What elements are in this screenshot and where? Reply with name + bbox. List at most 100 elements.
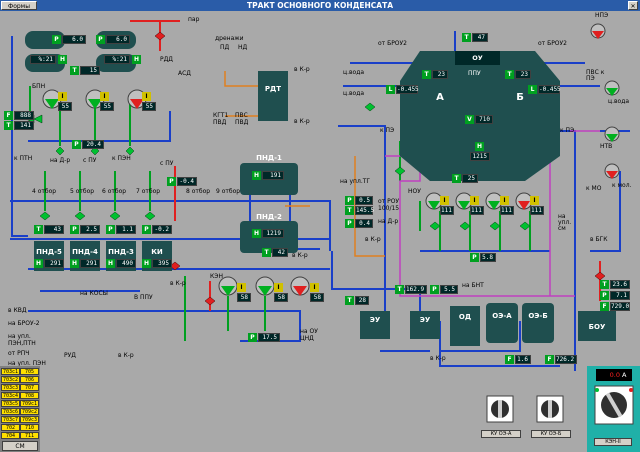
rdt-vessel	[258, 71, 288, 121]
blocklist-cell[interactable]: 707	[20, 384, 39, 391]
label-na-upl-pen-ptn: на упл. ПЭН,ПТН	[8, 333, 36, 347]
blocklist-cell[interactable]: 709с2	[20, 408, 39, 415]
tag-h-pnd2: H	[252, 229, 261, 238]
label-v-kr-4: в К-р	[294, 118, 310, 125]
forms-menu-button[interactable]: Формы	[1, 1, 37, 10]
deaerator-a-label: А	[436, 92, 444, 103]
ken-knob-label: КЭН-II	[594, 438, 632, 446]
title-bar: Формы ТРАКТ ОСНОВНОГО КОНДЕНСАТА ✕	[0, 0, 640, 11]
level-r-value: -0.455	[538, 85, 561, 94]
bpn-t2-value: %:21	[104, 55, 130, 64]
ki-p-value: -0.4	[177, 177, 197, 186]
tag-p-ki2: P	[142, 225, 151, 234]
blocklist-cell[interactable]: 709с1	[20, 400, 39, 407]
blocklist-cell[interactable]: 708	[20, 392, 39, 399]
blocklist-cell[interactable]: 705	[20, 368, 39, 375]
blocklist-cell[interactable]: 703с2	[1, 376, 20, 383]
label-bpn: БПН	[32, 83, 46, 90]
blocklist-cell[interactable]: 703с6	[1, 408, 20, 415]
label-na-kosy: на КОСЫ	[80, 290, 108, 297]
ku-oe-b-label: КУ ОЭ-Б	[531, 430, 571, 438]
tag-p-rou1: P	[345, 196, 354, 205]
pnd1-n-value: 191	[262, 171, 284, 180]
tag-h2: H	[132, 55, 141, 64]
t-below-value: 25	[462, 174, 478, 183]
pnd3-t-value: 1.1	[116, 225, 136, 234]
nou-i2-value: 111	[470, 206, 484, 215]
tag-ken-i2: I	[274, 283, 283, 292]
f-bou-value: 729.0	[610, 302, 630, 311]
bpn-pumps	[42, 89, 147, 109]
ken-knob[interactable]	[587, 384, 640, 444]
ken-i2-value: 58	[274, 293, 288, 302]
pnd3-label: ПНД-3	[108, 248, 134, 256]
knob-ku-oe-b[interactable]	[536, 395, 564, 423]
knob-area	[486, 395, 564, 423]
tag-level-r: L	[528, 85, 537, 94]
label-na-d-r-2: на Д-р	[378, 218, 399, 225]
knob-ku-oe-a[interactable]	[486, 395, 514, 423]
tag-h-deaer: H	[475, 142, 484, 151]
label-par: пар	[188, 16, 200, 23]
tag-t-eu: T	[345, 296, 354, 305]
label-k-ml: к мол.	[612, 182, 632, 189]
deaer-t2-value: 23	[515, 70, 531, 79]
tag-nou-i3: I	[500, 196, 509, 205]
label-na-bnt: на БНТ	[462, 282, 484, 289]
lower-right-vessels	[360, 303, 616, 346]
tag-t-d1: T	[422, 70, 431, 79]
blocklist-cell[interactable]: 703с7	[1, 416, 20, 423]
p-header-value: 20.4	[82, 140, 104, 149]
blocklist-cell[interactable]: 702	[1, 424, 20, 431]
npe-label: НПЭ	[595, 12, 609, 19]
label-pvs-pvd: ПВС ПВД	[235, 112, 249, 126]
blocklist-cell[interactable]: 703с4	[1, 392, 20, 399]
ki-n-value: 395	[152, 259, 172, 268]
label-ken: КЭН	[210, 273, 223, 280]
green-pipes	[29, 86, 531, 341]
pnd3-n-value: 490	[116, 259, 136, 268]
rdd-p-value: 6.0	[62, 35, 86, 44]
blocklist-cell[interactable]: 703с5	[1, 400, 20, 407]
od-label: ОД	[458, 313, 472, 321]
label-s-pu: с ПУ	[83, 157, 97, 164]
p-nou-value: 5.8	[480, 253, 496, 262]
bpn-t-value: %:21	[30, 55, 56, 64]
label-v-kr-3: в К-р	[294, 66, 310, 73]
tag-t-pnd5: T	[34, 225, 43, 234]
label-k-pe-r: к ПЭ	[560, 127, 575, 134]
label-otbor7: 7 отбор	[136, 188, 161, 195]
blocklist-cell[interactable]: 703с3	[1, 384, 20, 391]
ku-oe-a-label: КУ ОЭ-А	[481, 430, 521, 438]
label-na-upl-tg: на упл.ТГ	[340, 178, 371, 185]
blocklist-cell[interactable]: 709с3	[20, 416, 39, 423]
blocklist-cell[interactable]: 711	[20, 432, 39, 439]
label-na-d-r: на Д-р	[50, 157, 71, 164]
label-k-pe-l: к ПЭ	[380, 127, 395, 134]
tag-t-below: T	[452, 174, 461, 183]
ken-p-value: 17.5	[258, 333, 280, 342]
tag-p-ken: P	[248, 333, 257, 342]
tag-p-nou: P	[470, 253, 479, 262]
label-na-brou2: на БРОУ-2	[8, 320, 40, 327]
red-valves	[154, 31, 606, 306]
tag-h-ki: H	[142, 259, 151, 268]
label-pvs-k-pe: ПВС к ПЭ	[586, 69, 605, 82]
blocklist-cell[interactable]: 703с1	[1, 368, 20, 375]
t-bnt-value: 162.9	[405, 285, 427, 294]
tag-f-bottom: F	[505, 355, 514, 364]
tag-nou-i4: I	[530, 196, 539, 205]
sm-button[interactable]: СМ	[2, 441, 38, 451]
label-v-ppu: В ППУ	[134, 294, 153, 301]
close-button[interactable]: ✕	[628, 1, 638, 10]
blocklist-cell[interactable]: 710	[20, 424, 39, 431]
pnd5-t-value: 43	[44, 225, 64, 234]
blocklist-panel: 703с1 705 703с2 706 703с3 707 703с4 708 …	[0, 366, 40, 452]
ken-i1-value: 58	[237, 293, 251, 302]
blocklist-cell[interactable]: 704	[1, 432, 20, 439]
pnd-t-value: 42	[272, 248, 288, 257]
pnd4-n-value: 291	[80, 259, 100, 268]
tag-p-header: P	[72, 140, 81, 149]
blocklist-cell[interactable]: 706	[20, 376, 39, 383]
level-l-value: -0.455	[396, 85, 419, 94]
